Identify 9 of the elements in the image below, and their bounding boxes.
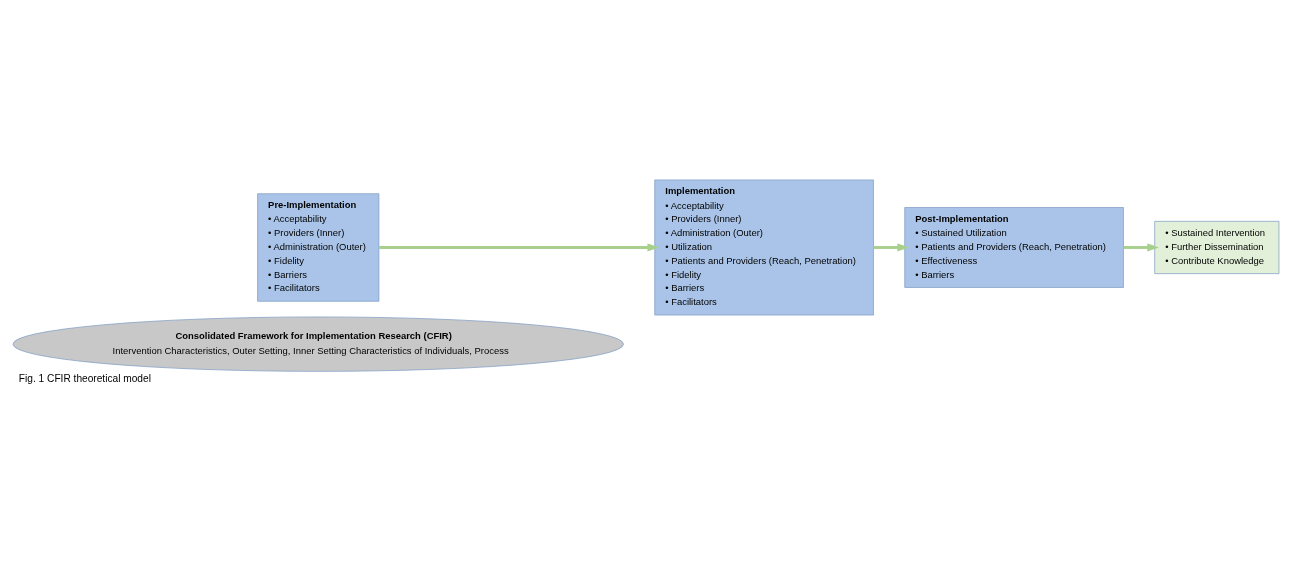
- node-box: Implementation • Acceptability • Providers (Inner) • Administration (Outer) • Utilization • Patients and Providers (Reach, Penetration) • Fidelity • Barriers • Facilitators: [654, 179, 874, 315]
- node-ellipse: Consolidated Framework for Implementation Research (CFIR) Intervention Characteristics, Outer Setting, Inner Setting Characteristics of Individuals, Process: [12, 316, 624, 372]
- arrow: [379, 242, 660, 252]
- node-box: Pre-Implementation • Acceptability • Providers (Inner) • Administration (Outer) • Fidelity • Barriers • Facilitators: [257, 192, 380, 302]
- caption: Fig. 1 CFIR theoretical model: [18, 372, 151, 384]
- node-box: • Sustained Intervention • Further Dissemination • Contribute Knowledge: [1154, 220, 1280, 274]
- arrow: [873, 242, 909, 252]
- node-box: Post-Implementation • Sustained Utilization • Patients and Providers (Reach, Penetration) • Effectiveness • Barriers: [904, 206, 1124, 288]
- arrow: [1123, 242, 1159, 252]
